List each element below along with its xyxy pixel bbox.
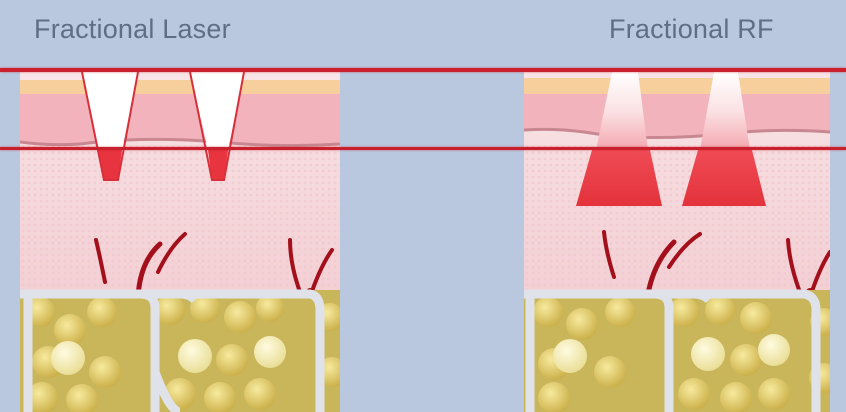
fractional-laser-title: Fractional Laser <box>34 14 231 45</box>
fractional-rf-title: Fractional RF <box>609 14 774 45</box>
fractional-laser-illustration <box>20 72 340 412</box>
fractional-laser-panel <box>20 72 340 412</box>
fractional-rf-panel <box>524 72 830 412</box>
stratum-corneum <box>524 78 830 94</box>
epidermis-layer <box>20 94 340 146</box>
treatment-depth-marker-line <box>0 147 846 150</box>
fractional-rf-illustration <box>524 72 830 412</box>
skin-surface-marker-line <box>0 68 846 72</box>
stratum-corneum <box>20 80 340 94</box>
fat-layer <box>524 290 830 412</box>
fat-layer <box>20 290 340 412</box>
